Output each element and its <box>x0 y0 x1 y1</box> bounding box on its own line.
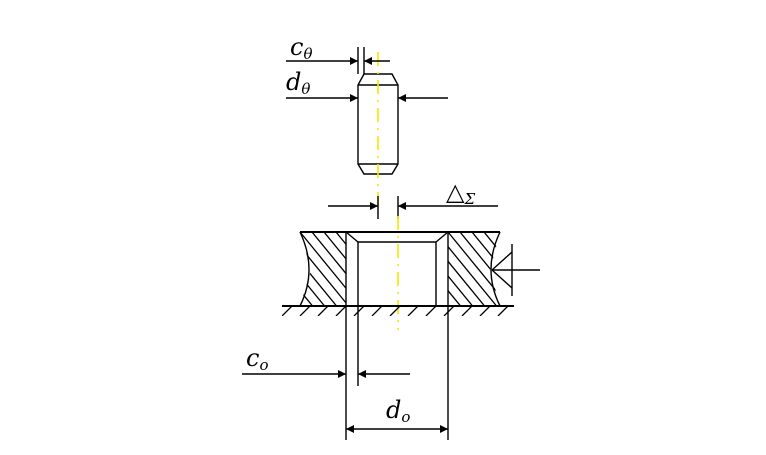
pin-diameter-label: dθ <box>286 68 310 98</box>
clamp-symbol <box>491 244 540 296</box>
clearance-label: △Σ <box>446 178 475 208</box>
base-surface <box>282 305 514 316</box>
hole-diameter-label: do <box>386 396 410 426</box>
clearance-dimension <box>328 196 498 219</box>
hole-chamfer-dimension <box>242 306 410 440</box>
workpiece <box>299 231 501 307</box>
hole-diameter-dimension <box>346 306 449 440</box>
hole-chamfer-label: co <box>246 344 268 374</box>
pin-chamfer-dimension <box>286 47 390 74</box>
pin-chamfer-label: cθ <box>290 33 312 63</box>
